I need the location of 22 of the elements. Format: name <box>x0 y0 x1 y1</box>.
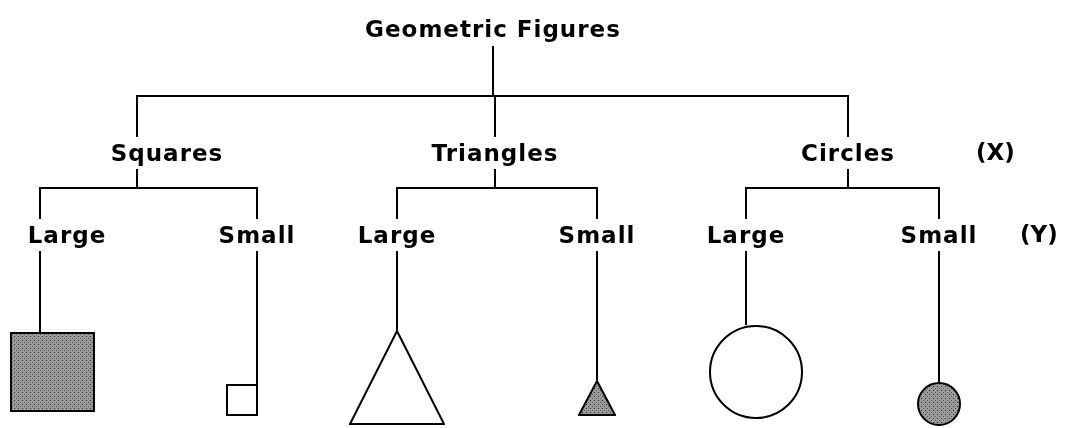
connector-line <box>39 250 41 333</box>
category-label: Large <box>706 222 786 248</box>
connector-line <box>847 168 940 220</box>
category-label: Squares <box>110 140 224 166</box>
connector-line <box>136 168 258 220</box>
category-label: Large <box>27 222 107 248</box>
root-heading: Geometric Figures <box>365 16 621 42</box>
level-marker: (Y) <box>1020 221 1058 247</box>
connector-line <box>494 168 598 220</box>
category-label: Large <box>357 222 437 248</box>
connector-line <box>492 45 849 138</box>
connector-line <box>938 250 940 383</box>
category-label: Small <box>900 222 978 248</box>
connector-line <box>256 250 258 385</box>
category-label: Triangles <box>431 140 559 166</box>
level-marker: (X) <box>976 139 1015 165</box>
connector-line <box>745 250 747 326</box>
connector-line <box>396 250 398 331</box>
category-label: Circles <box>801 140 895 166</box>
connector-line <box>596 250 598 381</box>
category-label: Small <box>218 222 296 248</box>
category-label: Small <box>558 222 636 248</box>
